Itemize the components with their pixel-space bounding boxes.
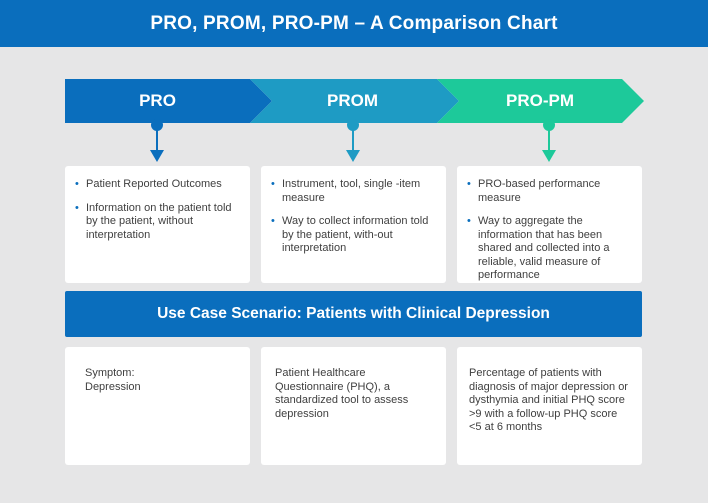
pro-pm-connector <box>542 119 556 162</box>
list-item: •PRO-based performance measure <box>467 178 601 204</box>
pro-pm-example-text: Percentage of patients with diagnosis of… <box>469 367 628 433</box>
bullet-icon: • <box>271 215 275 227</box>
pro-arrow <box>65 79 272 123</box>
bullet-icon: • <box>467 215 471 227</box>
pro-example-box: Symptom: Depression <box>65 347 250 465</box>
bullet-icon: • <box>75 178 79 190</box>
list-item: •Information on the patient told by the … <box>75 201 232 241</box>
list-item: •Patient Reported Outcomes <box>75 178 222 190</box>
pro-label: PRO <box>139 91 176 110</box>
prom-label: PROM <box>327 91 378 110</box>
pro-definition-box: •Patient Reported Outcomes •Information … <box>65 166 250 283</box>
chart-title: PRO, PROM, PRO-PM – A Comparison Chart <box>0 0 708 47</box>
pro-pm-arrow <box>437 79 644 123</box>
prom-connector <box>346 119 360 162</box>
list-item: •Instrument, tool, single -item measure <box>271 178 421 204</box>
bullet-icon: • <box>75 201 79 214</box>
pro-pm-label: PRO-PM <box>506 91 574 110</box>
bullet-icon: • <box>467 178 471 190</box>
prom-definition-box: •Instrument, tool, single -item measure … <box>261 166 446 283</box>
prom-arrow <box>250 79 459 123</box>
list-item: •Way to collect information told by the … <box>271 215 429 254</box>
use-case-banner: Use Case Scenario: Patients with Clinica… <box>65 291 642 337</box>
pro-pm-definition-box: •PRO-based performance measure •Way to a… <box>457 166 642 283</box>
list-item: •Way to aggregate the information that h… <box>467 215 610 281</box>
process-arrows <box>65 79 644 162</box>
bullet-icon: • <box>271 178 275 190</box>
pro-connector <box>150 119 164 162</box>
prom-example-text: Patient Healthcare Questionnaire (PHQ), … <box>275 367 409 420</box>
pro-pm-example-box: Percentage of patients with diagnosis of… <box>457 347 642 465</box>
pro-example-text: Symptom: Depression <box>85 367 141 393</box>
prom-example-box: Patient Healthcare Questionnaire (PHQ), … <box>261 347 446 465</box>
